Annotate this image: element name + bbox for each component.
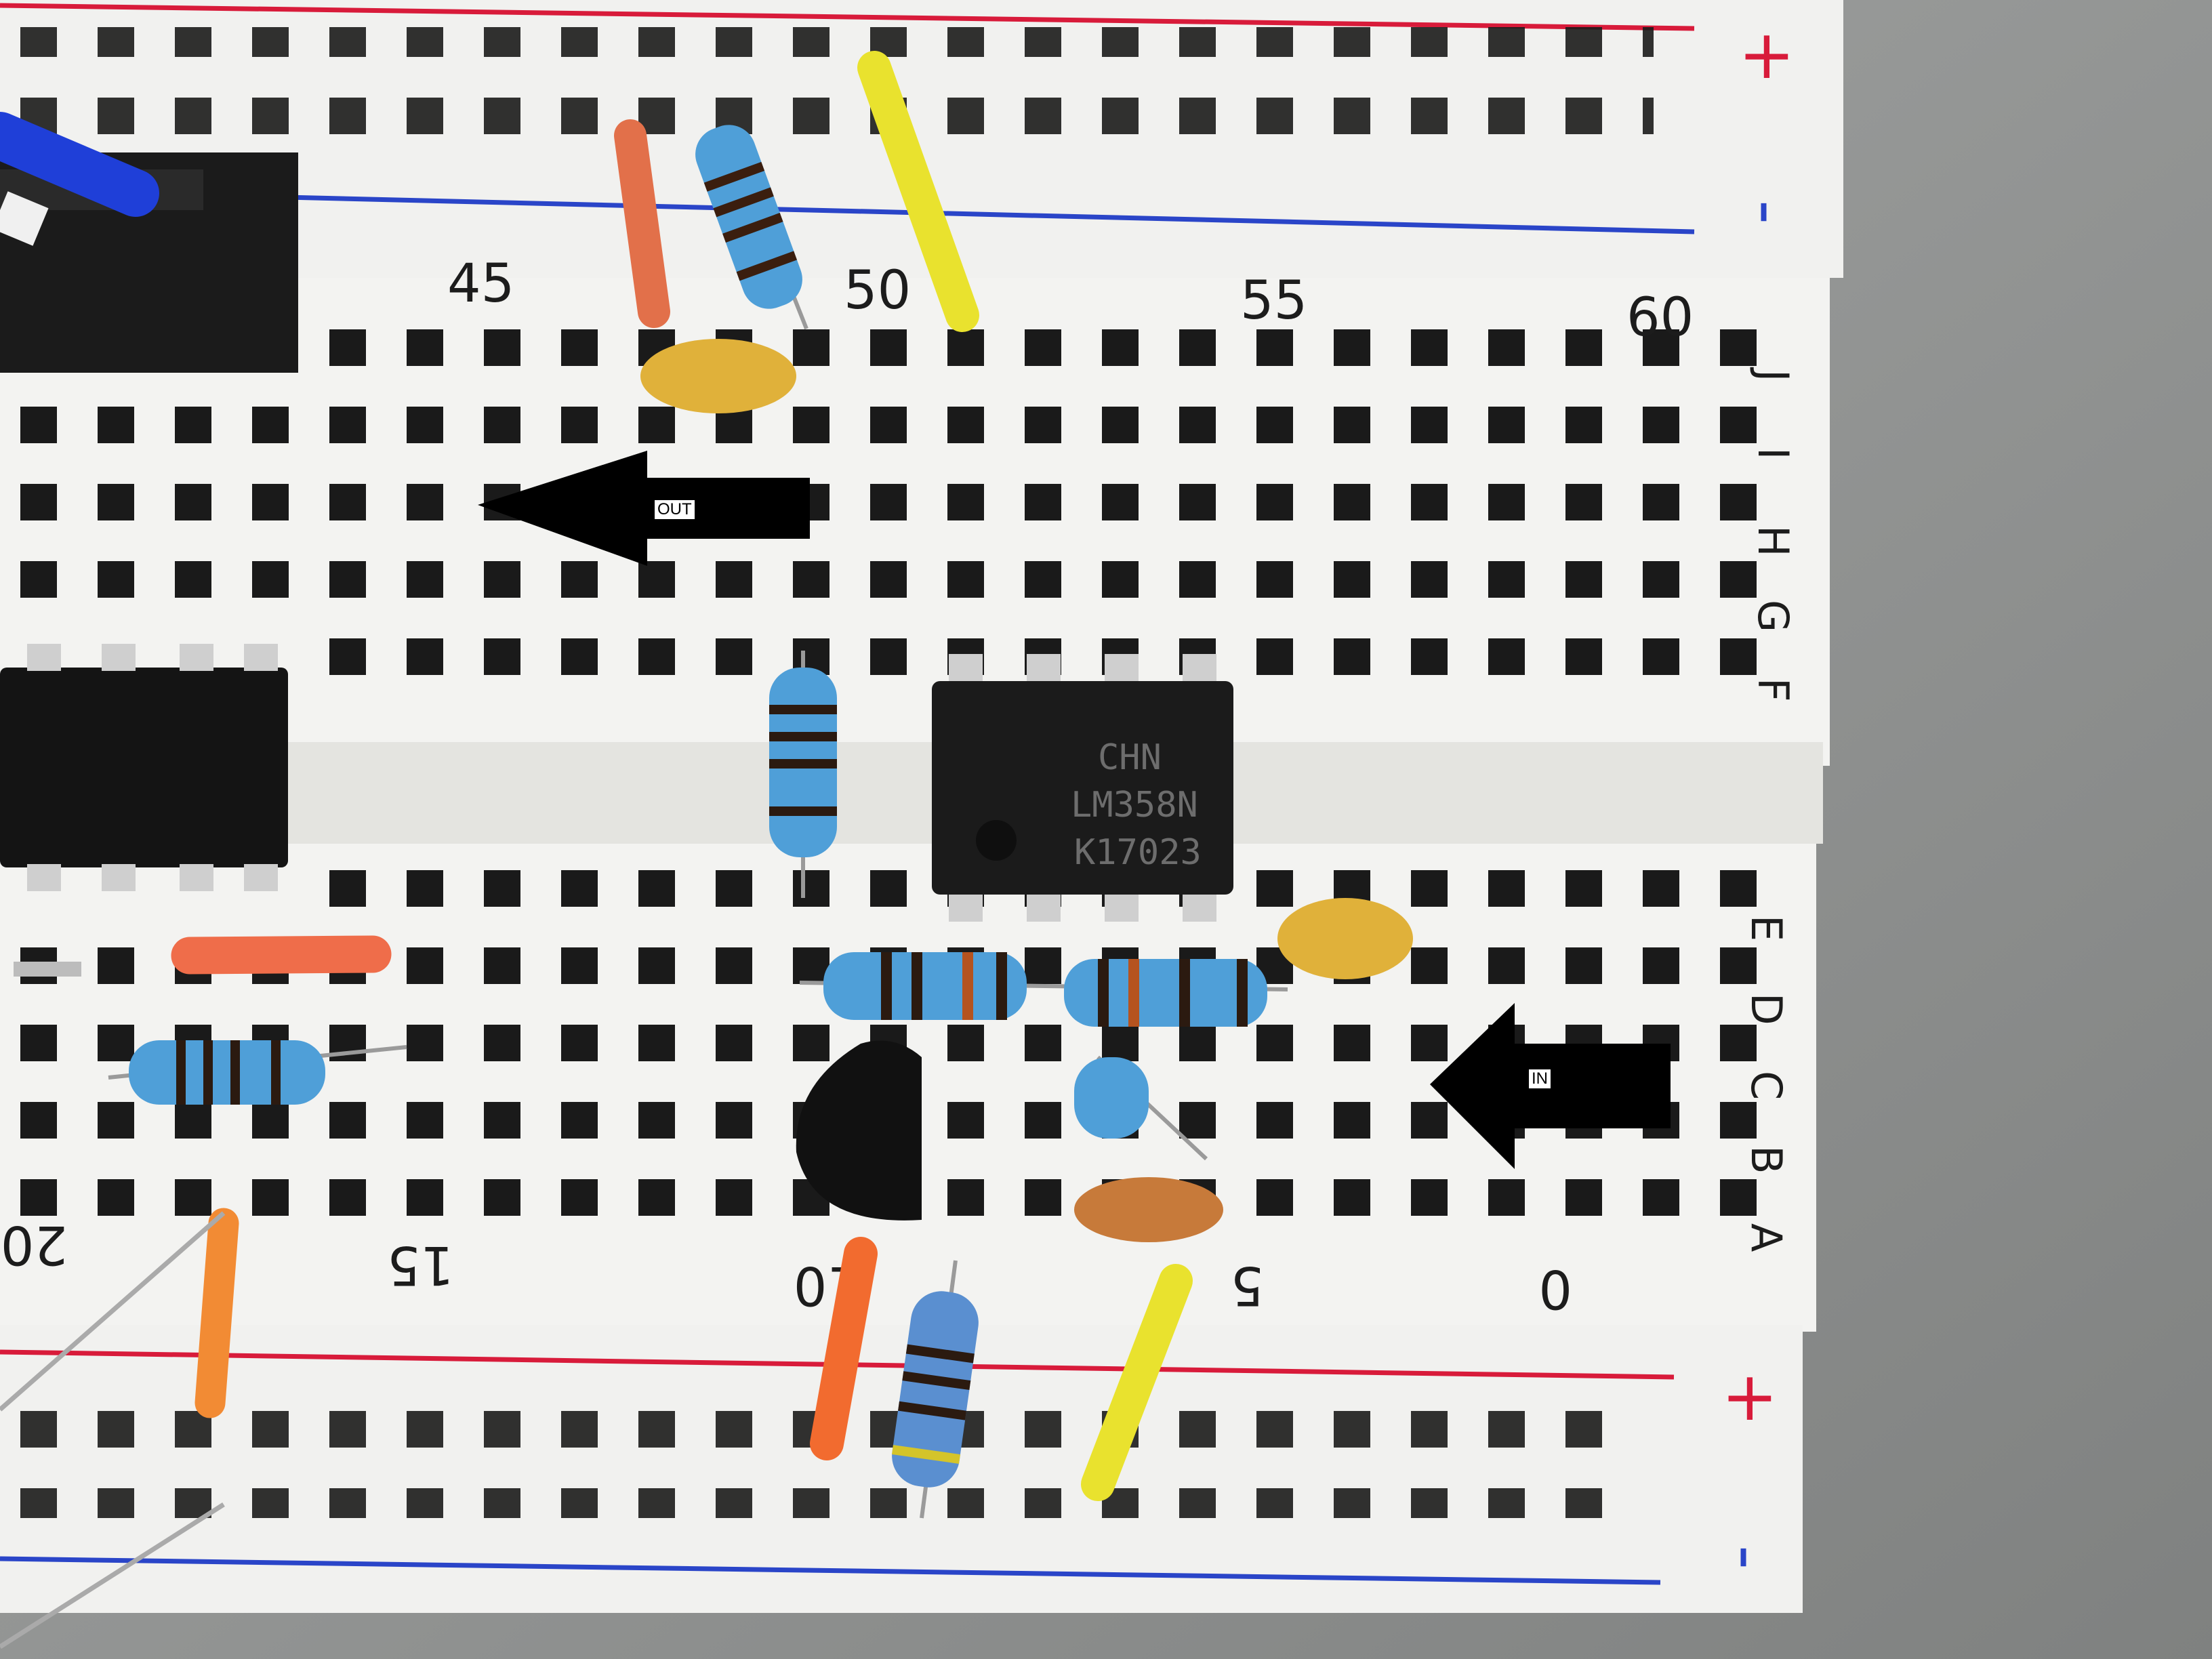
column-number: 15: [387, 1234, 454, 1295]
jumper-wire: [0, 51, 1193, 1649]
resistor: [892, 1260, 979, 1519]
resistor: [769, 651, 837, 898]
column-number: 60: [1626, 287, 1694, 348]
left-ic: [0, 644, 288, 891]
resistor: [695, 125, 808, 330]
transistor: [796, 1040, 922, 1221]
chip-marking: K17023: [1074, 832, 1202, 873]
minus-symbol: -: [1729, 200, 1808, 224]
out-arrow: [478, 451, 810, 566]
plus-symbol: +: [1738, 15, 1795, 94]
plus-symbol: +: [1721, 1357, 1778, 1436]
column-number: 5: [1230, 1254, 1264, 1315]
column-number: 55: [1240, 270, 1307, 331]
top-rail-holes: [0, 27, 1654, 163]
chip-marking: LM358N: [1071, 785, 1198, 825]
column-numbers-top: 45 50 55 60: [447, 253, 1694, 348]
in-label: IN: [1529, 1069, 1551, 1088]
bottom-rail-blue-line: [0, 1556, 1661, 1585]
resistor: [799, 952, 1288, 1027]
top-rail-red-line: [0, 3, 1695, 31]
capacitor: [640, 339, 1413, 1242]
row-letter: C: [1742, 1071, 1791, 1100]
column-number: 45: [447, 253, 514, 314]
row-letter: I: [1748, 447, 1798, 459]
resistor: [108, 1040, 407, 1105]
row-letter: H: [1748, 525, 1798, 557]
minus-symbol: -: [1708, 1545, 1788, 1570]
row-letter: A: [1742, 1223, 1791, 1252]
chip-marking: CHN: [1098, 737, 1162, 778]
row-letter: E: [1742, 915, 1791, 941]
opamp-chip: CHN LM358N K17023: [932, 654, 1233, 922]
row-letter: G: [1748, 600, 1798, 632]
row-letter: B: [1742, 1145, 1791, 1174]
out-label: OUT: [655, 500, 695, 519]
row-letter: F: [1748, 678, 1798, 702]
row-letter: J: [1748, 367, 1798, 382]
column-number: 20: [1, 1214, 68, 1275]
column-number: 50: [844, 260, 911, 321]
row-letters-top: J I H G F: [1748, 367, 1798, 702]
header-connector: [0, 112, 298, 373]
top-terminal-holes-left: [0, 380, 298, 603]
row-letter: D: [1742, 993, 1791, 1025]
resistor: [1074, 1055, 1208, 1161]
row-letters-bottom: E D C B A: [1742, 915, 1791, 1252]
column-number: 0: [1538, 1258, 1572, 1319]
top-rail-blue-line: [203, 192, 1695, 234]
